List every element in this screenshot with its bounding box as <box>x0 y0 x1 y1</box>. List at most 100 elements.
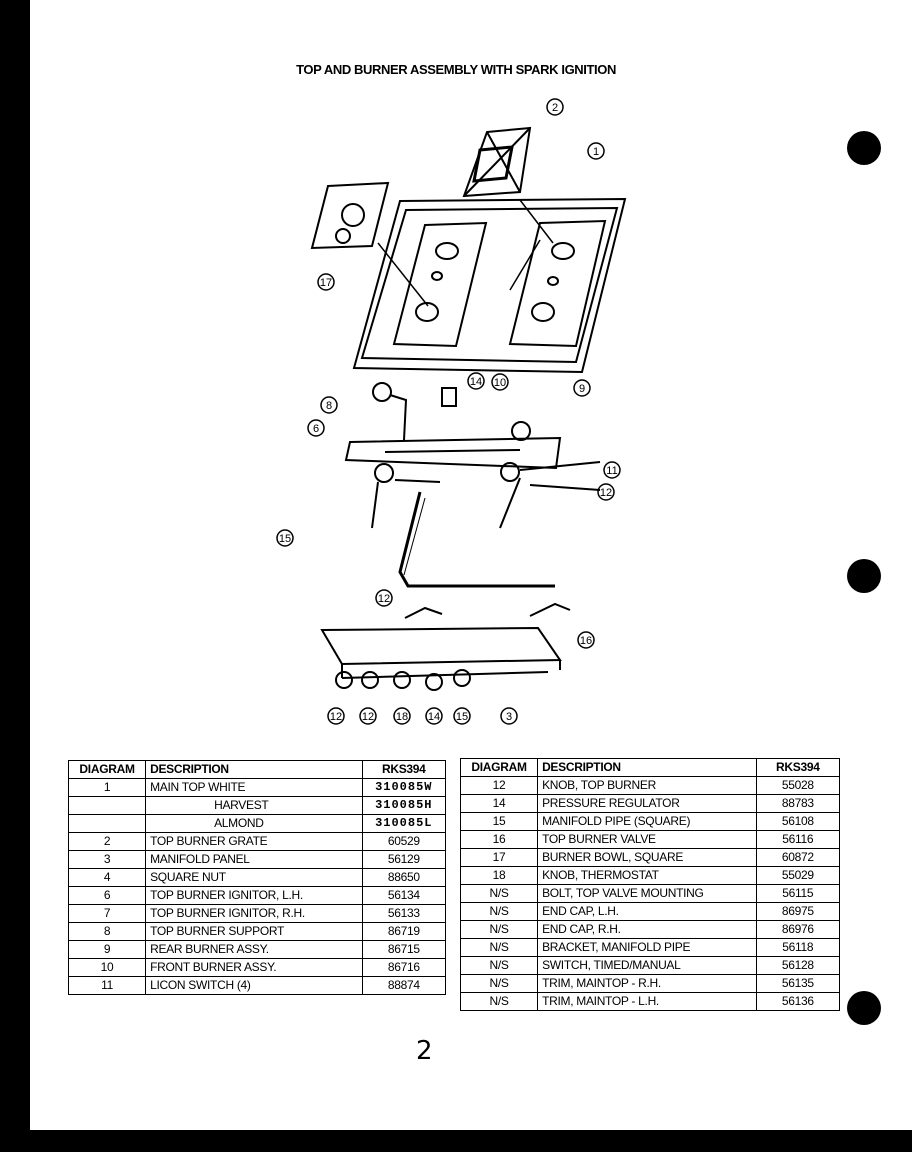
diagram-cell: N/S <box>459 920 539 939</box>
part-number-cell: 86975 <box>755 902 841 921</box>
diagram-cell: 17 <box>459 848 539 867</box>
diagram-cell: N/S <box>459 992 539 1011</box>
scan-bottom-edge <box>0 1130 912 1152</box>
part-number-cell: 56136 <box>755 992 841 1011</box>
callout-label: 12 <box>378 593 390 605</box>
callout-label: 8 <box>326 400 332 412</box>
part-number-cell: 56128 <box>755 956 841 975</box>
description-cell: SQUARE NUT <box>145 868 363 887</box>
callout-label: 16 <box>580 635 592 647</box>
callout-label: 15 <box>456 711 468 723</box>
description-cell: TOP BURNER IGNITOR, R.H. <box>145 904 363 923</box>
callout-label: 6 <box>313 423 319 435</box>
exploded-parts-diagram: 2 1 17 8 6 14 10 9 11 12 15 12 16 12 12 … <box>276 98 627 725</box>
part-number-cell: 86719 <box>361 922 447 941</box>
burner-grate-drawing <box>462 126 532 198</box>
description-cell: END CAP, R.H. <box>537 920 757 939</box>
description-cell: BOLT, TOP VALVE MOUNTING <box>537 884 757 903</box>
part-number-cell: 56115 <box>755 884 841 903</box>
description-cell: KNOB, TOP BURNER <box>537 776 757 795</box>
part-number-cell: 55029 <box>755 866 841 885</box>
callout-label: 18 <box>396 711 408 723</box>
callout-label: 12 <box>330 711 342 723</box>
col-diagram-header: DIAGRAM <box>459 758 539 777</box>
diagram-cell: 11 <box>67 976 147 995</box>
callout-label: 14 <box>470 376 482 388</box>
part-number-cell: 56116 <box>755 830 841 849</box>
part-number-cell: 60872 <box>755 848 841 867</box>
diagram-cell: N/S <box>459 974 539 993</box>
manifold-pipe-drawing <box>398 491 555 588</box>
col-diagram-header: DIAGRAM <box>67 760 147 779</box>
diagram-cell: 16 <box>459 830 539 849</box>
diagram-cell: 18 <box>459 866 539 885</box>
description-cell: TOP BURNER IGNITOR, L.H. <box>145 886 363 905</box>
diagram-cell: 7 <box>67 904 147 923</box>
callout-label: 15 <box>279 533 291 545</box>
part-number-cell: 56129 <box>361 850 447 869</box>
diagram-cell: 3 <box>67 850 147 869</box>
diagram-cell: N/S <box>459 902 539 921</box>
callout-label: 17 <box>320 277 332 289</box>
burner-assembly-drawing <box>344 382 601 529</box>
part-number-cell: 310085L <box>361 814 447 833</box>
callout-label: 10 <box>494 377 506 389</box>
main-top-drawing <box>352 197 627 374</box>
description-cell: TOP BURNER GRATE <box>145 832 363 851</box>
description-cell: FRONT BURNER ASSY. <box>145 958 363 977</box>
callout-markers: 2 1 17 8 6 14 10 9 11 12 15 12 16 12 12 … <box>276 98 621 725</box>
description-cell: MANIFOLD PIPE (SQUARE) <box>537 812 757 831</box>
part-number-cell: 56108 <box>755 812 841 831</box>
part-number-cell: 86976 <box>755 920 841 939</box>
description-cell: PRESSURE REGULATOR <box>537 794 757 813</box>
description-cell: BRACKET, MANIFOLD PIPE <box>537 938 757 957</box>
description-cell: SWITCH, TIMED/MANUAL <box>537 956 757 975</box>
description-cell: END CAP, L.H. <box>537 902 757 921</box>
valves-drawing <box>404 602 571 619</box>
callout-label: 9 <box>579 383 585 395</box>
diagram-cell: 10 <box>67 958 147 977</box>
diagram-cell: N/S <box>459 938 539 957</box>
description-cell: LICON SWITCH (4) <box>145 976 363 995</box>
binder-hole-bottom <box>847 991 881 1025</box>
callout-label: 12 <box>600 487 612 499</box>
part-number-cell: 310085H <box>361 796 447 815</box>
part-number-cell: 86715 <box>361 940 447 959</box>
diagram-cell <box>67 814 147 833</box>
diagram-cell: 12 <box>459 776 539 795</box>
callout-label: 1 <box>593 146 599 158</box>
col-part-number-header: RKS394 <box>755 758 841 777</box>
description-cell: TRIM, MAINTOP - L.H. <box>537 992 757 1011</box>
burner-bowl-drawing <box>310 181 390 250</box>
diagram-cell: N/S <box>459 884 539 903</box>
part-number-cell: 60529 <box>361 832 447 851</box>
diagram-cell: 8 <box>67 922 147 941</box>
diagram-cell: 15 <box>459 812 539 831</box>
callout-label: 11 <box>606 465 617 477</box>
knobs-drawing <box>335 669 471 691</box>
diagram-cell: N/S <box>459 956 539 975</box>
part-number-cell: 88650 <box>361 868 447 887</box>
description-cell: HARVEST <box>145 796 363 815</box>
part-number-cell: 310085W <box>361 778 447 797</box>
